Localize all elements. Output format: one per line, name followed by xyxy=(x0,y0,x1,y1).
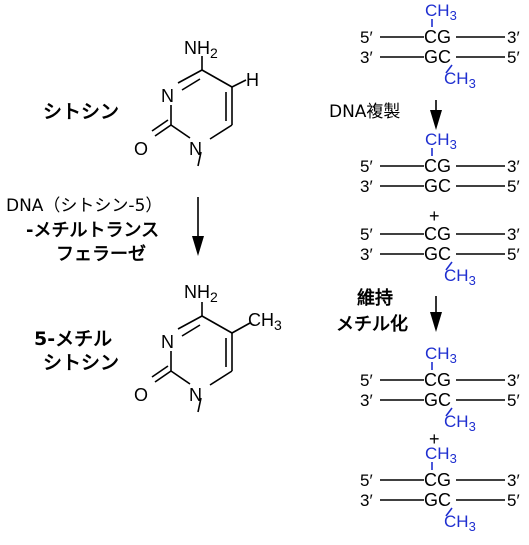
plus-sign-1: + xyxy=(429,206,440,226)
bond-c6-n1 xyxy=(209,124,233,140)
duplex-3-bottom-methyl: CH3 xyxy=(444,266,476,288)
duplex-1-top-5prime: 5′ xyxy=(360,28,373,47)
duplex-4-bottom-methyl-bond xyxy=(445,407,453,417)
bond-c2-o-double xyxy=(151,365,169,378)
duplex-4-bottom-bases: GC xyxy=(424,390,451,410)
duplex-5-top-bases: CG xyxy=(424,470,451,490)
atom-o: O xyxy=(134,385,148,405)
atom-n1: N xyxy=(189,385,202,405)
atom-n3: N xyxy=(161,86,174,106)
bond-n1-sugar xyxy=(197,151,202,167)
maintenance-label-line1: 維持 xyxy=(357,287,393,309)
duplex-1-top-methyl: CH3 xyxy=(425,1,457,23)
duplex-4-top-3prime: 3′ xyxy=(507,371,520,390)
bond-c2-o xyxy=(154,370,172,383)
duplex-4-top-bases: CG xyxy=(424,370,451,390)
methylcytosine-structure: NH2 CH3 N O N xyxy=(134,282,282,413)
bond-c4-c5 xyxy=(201,69,233,88)
atom-h: H xyxy=(246,70,259,90)
duplex-5-top-methyl: CH3 xyxy=(425,444,457,466)
duplex-1-bottom-methyl-bond xyxy=(445,64,453,74)
bond-c2-o xyxy=(154,124,172,137)
duplex-4-bottom-5prime: 5′ xyxy=(507,391,520,410)
duplex-5-top-5prime: 5′ xyxy=(360,471,373,490)
enzyme-line2: -メチルトランス xyxy=(26,220,159,241)
duplex-4-bottom-methyl: CH3 xyxy=(444,412,476,434)
bond-n1-c2 xyxy=(170,370,191,385)
bond-n1-c2 xyxy=(170,124,191,139)
dna-duplexes: 5′3′3′5′CGGCCH3CH35′3′3′5′CGGCCH35′3′3′5… xyxy=(360,1,520,534)
methylcytosine-name-line2: シトシン xyxy=(43,352,119,374)
atom-n3: N xyxy=(161,332,174,352)
bond-c4-c5 xyxy=(201,315,233,334)
duplex-4-top-5prime: 5′ xyxy=(360,371,373,390)
bond-n3-c4-double xyxy=(181,78,201,91)
bond-n1-sugar xyxy=(197,397,202,413)
duplex-2-bottom-bases: GC xyxy=(424,176,451,196)
duplex-1-top-bases: CG xyxy=(424,27,451,47)
duplex-2-top-bases: CG xyxy=(424,156,451,176)
duplex-3-bottom-methyl-bond xyxy=(445,261,453,271)
arrow-enzyme xyxy=(192,197,204,256)
bond-c2-o-double xyxy=(151,119,169,132)
duplex-5-bottom-bases: GC xyxy=(424,490,451,510)
duplex-3-top-bases: CG xyxy=(424,224,451,244)
duplex-2-bottom-5prime: 5′ xyxy=(507,177,520,196)
atom-nh2: NH2 xyxy=(184,282,218,305)
atom-nh2: NH2 xyxy=(184,38,218,61)
duplex-2-top-3prime: 3′ xyxy=(507,157,520,176)
atom-ch3: CH3 xyxy=(248,310,282,333)
duplex-1-bottom-bases: GC xyxy=(424,47,451,67)
cytosine-structure: NH2 H N O N xyxy=(134,38,259,167)
duplex-5-bottom-3prime: 3′ xyxy=(360,491,373,510)
bond-n3-c4 xyxy=(177,315,203,330)
enzyme-line1: DNA（シトシン-5） xyxy=(6,196,162,216)
arrow-replication xyxy=(430,100,442,130)
duplex-2-bottom-3prime: 3′ xyxy=(360,177,373,196)
bond-c6-n1 xyxy=(209,370,233,386)
cytosine-name: シトシン xyxy=(43,101,119,123)
duplex-2-top-methyl: CH3 xyxy=(425,130,457,152)
duplex-1-bottom-5prime: 5′ xyxy=(507,48,520,67)
atom-n1: N xyxy=(189,139,202,159)
atom-o: O xyxy=(134,139,148,159)
bond-n3-c4 xyxy=(177,69,203,84)
plus-sign-2: + xyxy=(429,429,440,449)
duplex-3-top-3prime: 3′ xyxy=(507,225,520,244)
arrow-maintenance xyxy=(430,296,442,332)
duplex-4-top-methyl: CH3 xyxy=(425,344,457,366)
duplex-4-bottom-3prime: 3′ xyxy=(360,391,373,410)
bond-c5-h xyxy=(231,79,247,88)
duplex-3-top-5prime: 5′ xyxy=(360,225,373,244)
duplex-3-bottom-bases: GC xyxy=(424,244,451,264)
duplex-2-top-5prime: 5′ xyxy=(360,157,373,176)
duplex-1-bottom-methyl: CH3 xyxy=(444,69,476,91)
duplex-5-bottom-methyl: CH3 xyxy=(444,512,476,534)
duplex-5-top-3prime: 3′ xyxy=(507,471,520,490)
methylcytosine-name-line1: 5-メチル xyxy=(34,328,112,350)
enzyme-line3: フェラーゼ xyxy=(56,243,146,265)
bond-n3-c4-double xyxy=(181,324,201,337)
duplex-3-bottom-3prime: 3′ xyxy=(360,245,373,264)
maintenance-label-line2: メチル化 xyxy=(336,313,408,335)
replication-label: DNA複製 xyxy=(329,102,400,122)
duplex-3-bottom-5prime: 5′ xyxy=(507,245,520,264)
duplex-1-bottom-3prime: 3′ xyxy=(360,48,373,67)
duplex-1-top-3prime: 3′ xyxy=(507,28,520,47)
duplex-5-bottom-methyl-bond xyxy=(445,507,453,517)
duplex-5-bottom-5prime: 5′ xyxy=(507,491,520,510)
bond-c5-ch3 xyxy=(231,322,251,334)
